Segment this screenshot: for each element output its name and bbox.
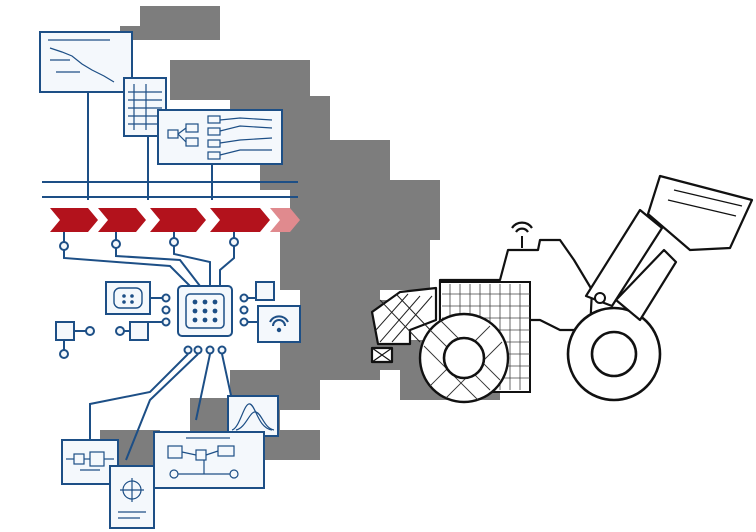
gray-shadow-silhouette (100, 6, 500, 470)
wheel-loader-icon (370, 174, 754, 404)
rear-hatched-fender (370, 286, 438, 364)
chevron-connectors (59, 232, 239, 287)
lift-arm (584, 208, 678, 322)
wireless-signal-icon (248, 305, 301, 343)
small-sensor-module (115, 321, 162, 341)
bucket (646, 174, 754, 252)
plot-window (39, 31, 133, 93)
distribution-curves-icon (227, 395, 279, 437)
data-bus (42, 181, 298, 198)
antenna-signal-icon (511, 221, 533, 248)
lower-wires (89, 353, 241, 461)
block-diagram-icon (153, 431, 265, 489)
controller-chip-icon (161, 285, 249, 355)
output-module (248, 281, 275, 301)
camera-module (105, 281, 162, 315)
standalone-sensor (55, 321, 95, 359)
target-window (109, 465, 155, 529)
process-chevrons (50, 208, 300, 232)
front-wheel (566, 306, 662, 402)
rear-wheel (418, 312, 510, 404)
block-diagram-window-left (61, 439, 119, 485)
tree-diagram-window (157, 109, 283, 165)
